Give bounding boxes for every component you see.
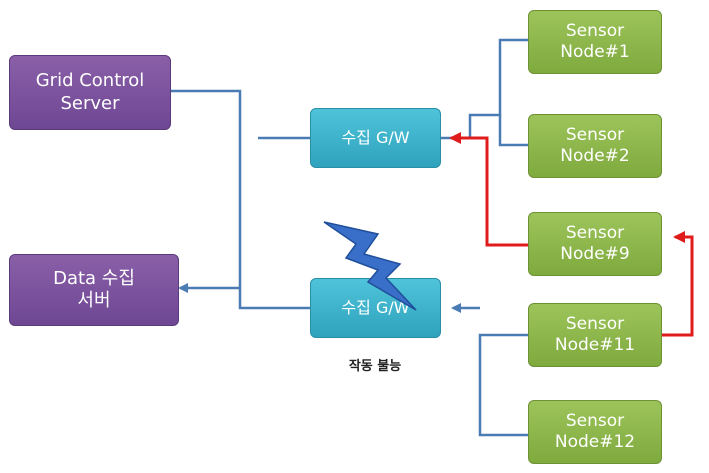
grid-control-server-box: Grid Control Server (9, 55, 171, 130)
sensor-node-2-box: Sensor Node#2 (528, 114, 662, 178)
sensor-node-1-box: Sensor Node#1 (528, 10, 662, 74)
collection-gateway-top-box: 수집 G/W (310, 108, 441, 168)
fault-path (449, 132, 694, 337)
sensor-11-to-sensor-9-line (662, 231, 694, 337)
sensor-2-link-line (498, 115, 528, 147)
gateway-top-link-line (441, 38, 528, 140)
data-collection-server-box: Data 수집 서버 (9, 254, 179, 326)
sensor-node-12-box: Sensor Node#12 (528, 400, 662, 464)
sensor-11-12-link-line (478, 333, 528, 437)
sensor-node-11-box: Sensor Node#11 (528, 303, 662, 367)
fault-caption: 작동 불능 (348, 359, 402, 374)
sensor-9-to-gateway-line (449, 132, 528, 247)
server-backbone-line (171, 89, 310, 310)
sensor-node-9-box: Sensor Node#9 (528, 212, 662, 276)
collection-gateway-bottom-box: 수집 G/W (310, 278, 441, 338)
lightning-bolt-icon (323, 221, 417, 311)
